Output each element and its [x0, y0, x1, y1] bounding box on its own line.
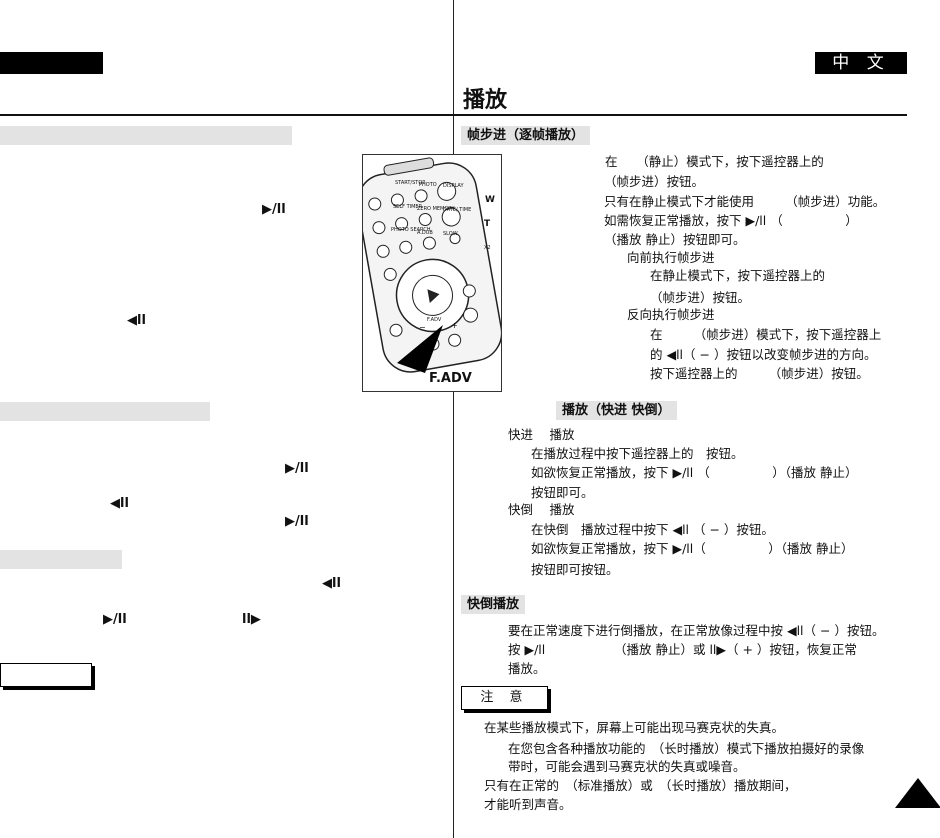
left-section-bar-3: [0, 550, 122, 569]
remote-label-date-time: DATE/ TIME: [443, 207, 472, 213]
triangle-marker-icon: [895, 778, 940, 808]
language-label: 中 文: [815, 52, 907, 74]
left-play-still-symbol-3: ▶/ll: [285, 514, 309, 529]
remote-label-minus: −: [419, 323, 426, 332]
remote-label-plus: +: [451, 321, 458, 330]
remote-label-self-timer: SELF TIMER: [393, 204, 423, 210]
page-divider: [453, 0, 454, 838]
left-play-still-symbol-2: ▶/ll: [285, 461, 309, 476]
frame-advance-heading: 帧步进（逐帧播放）: [461, 126, 591, 145]
ff-rew-line-3: 如欲恢复正常播放，按下 ▶/ll （ ）（播放 静止）: [531, 465, 858, 480]
frame-advance-line-11: 的 ◀ll（ − ）按钮以改变帧步进的方向。: [650, 347, 877, 362]
remote-label-slow: SLOW: [443, 231, 458, 237]
reverse-line-2: 按 ▶/ll （播放 静止）或 ll▶（ + ）按钮，恢复正常: [508, 642, 857, 657]
left-forward-symbol: ll▶: [242, 612, 261, 627]
remote-illustration: START/STOP PHOTO DISPLAY SELF TIMER ZERO…: [356, 154, 503, 392]
ff-rew-line-5: 快倒 播放: [508, 502, 575, 517]
left-section-bar-2: [0, 402, 210, 421]
left-back-symbol-2: ◀ll: [110, 496, 129, 511]
ff-rew-line-7: 如欲恢复正常播放，按下 ▶/ll（ ）（播放 静止）: [531, 541, 854, 556]
note-line-4: 只有在正常的 （标准播放）或 （长时播放）播放期间，: [484, 778, 797, 793]
ff-rew-heading: 播放（快进 快倒）: [556, 401, 677, 420]
ff-rew-line-8: 按钮即可按钮。: [531, 562, 619, 577]
note-line-1: 在某些播放模式下，屏幕上可能出现马赛克状的失真。: [484, 720, 785, 735]
frame-advance-line-6: 向前执行帧步进: [627, 250, 715, 265]
remote-label-x2: X2: [484, 245, 491, 251]
frame-advance-line-2: （帧步进）按钮。: [604, 174, 705, 189]
left-back-symbol-3: ◀ll: [322, 576, 341, 591]
frame-advance-line-3: 只有在静止模式下才能使用 （帧步进）功能。: [604, 194, 886, 209]
frame-advance-line-10: 在 （帧步进）模式下，按下遥控器上: [650, 327, 882, 342]
ff-rew-line-1: 快进 播放: [508, 427, 575, 442]
remote-label-zero-memory: ZERO MEMORY: [417, 206, 455, 212]
left-back-symbol-1: ◀ll: [127, 313, 146, 328]
left-play-still-symbol-4: ▶/ll: [103, 612, 127, 627]
remote-caption: F.ADV: [429, 371, 472, 386]
left-note-box: [0, 663, 92, 687]
page-title: 播放: [463, 88, 508, 113]
english-label-bar: [0, 52, 103, 74]
ff-rew-line-4: 按钮即可。: [531, 485, 594, 500]
note-label: 注 意: [461, 686, 548, 710]
remote-control-drawing: [356, 157, 503, 373]
frame-advance-line-12: 按下遥控器上的 （帧步进）按钮。: [650, 366, 869, 381]
reverse-heading: 快倒播放: [461, 595, 526, 614]
frame-advance-line-1: 在 （静止）模式下，按下遥控器上的: [605, 154, 824, 169]
remote-label-w: W: [485, 195, 495, 205]
remote-label-t: T: [484, 219, 491, 229]
reverse-line-3: 播放。: [508, 661, 546, 676]
note-line-2: 在您包含各种播放功能的 （长时播放）模式下播放拍摄好的录像: [508, 741, 865, 756]
frame-advance-line-8: （帧步进）按钮。: [650, 290, 751, 305]
left-section-bar-1: [0, 126, 292, 145]
remote-label-photo: PHOTO: [419, 182, 437, 188]
frame-advance-line-7: 在静止模式下，按下遥控器上的: [650, 268, 826, 283]
ff-rew-line-2: 在播放过程中按下遥控器上的 按钮。: [531, 446, 744, 461]
note-line-5: 才能听到声音。: [484, 797, 572, 812]
remote-label-fadv-small: F.ADV: [427, 317, 442, 323]
header-rule: [0, 114, 907, 116]
remote-label-display: DISPLAY: [443, 183, 464, 189]
remote-label-start-stop: START/STOP: [395, 180, 426, 186]
reverse-line-1: 要在正常速度下进行倒播放，在正常放像过程中按 ◀ll（ − ）按钮。: [508, 623, 885, 638]
remote-label-adub: A.DUB: [417, 230, 433, 236]
frame-advance-line-4: 如需恢复正常播放，按下 ▶/ll （ ）: [604, 213, 858, 228]
remote-label-photo-search: PHOTO SEARCH: [391, 227, 431, 233]
frame-advance-line-9: 反向执行帧步进: [627, 307, 715, 322]
left-play-still-symbol-1: ▶/ll: [262, 202, 286, 217]
frame-advance-line-5: （播放 静止）按钮即可。: [604, 232, 746, 247]
ff-rew-line-6: 在快倒 播放过程中按下 ◀ll （ − ）按钮。: [531, 522, 774, 537]
note-line-3: 带时，可能会遇到马赛克状的失真或噪音。: [508, 759, 746, 774]
